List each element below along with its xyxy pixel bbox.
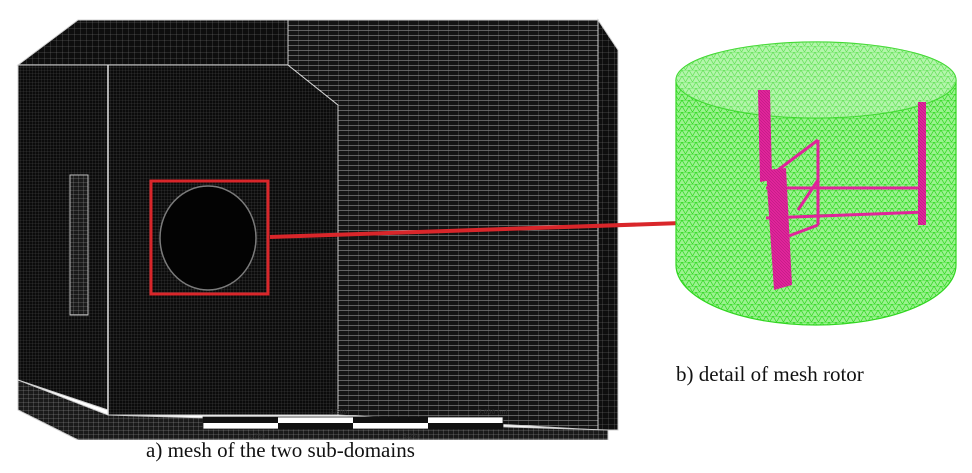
domain-mesh-figure: 3,500 7,000 (m) 1,750 5,250 [16, 18, 619, 440]
scale-label-bottom-1: 1,750 [248, 433, 265, 440]
rotor-blade-2 [766, 168, 792, 290]
rotor-structure [765, 138, 927, 242]
rotor-region [159, 185, 257, 291]
rotor-domain-cylinder [675, 80, 957, 326]
scale-label-top-2: 7,000 (m) [478, 409, 508, 416]
caption-mesh-rotor: b) detail of mesh rotor [676, 362, 864, 386]
mesh-slot [69, 174, 89, 316]
rotor-mesh-figure [675, 41, 957, 326]
rotor-blade-1 [758, 90, 772, 182]
rotor-blade-3 [918, 102, 926, 225]
highlight-box [149, 179, 270, 296]
scale-bar: 3,500 7,000 (m) 1,750 5,250 [202, 409, 508, 440]
rotor-domain-top [675, 41, 957, 119]
scale-label-bottom-2: 5,250 [403, 433, 420, 440]
scale-label-top-1: 3,500 [330, 409, 347, 416]
caption-mesh-sub-domains: a) mesh of the two sub-domains [146, 438, 415, 462]
